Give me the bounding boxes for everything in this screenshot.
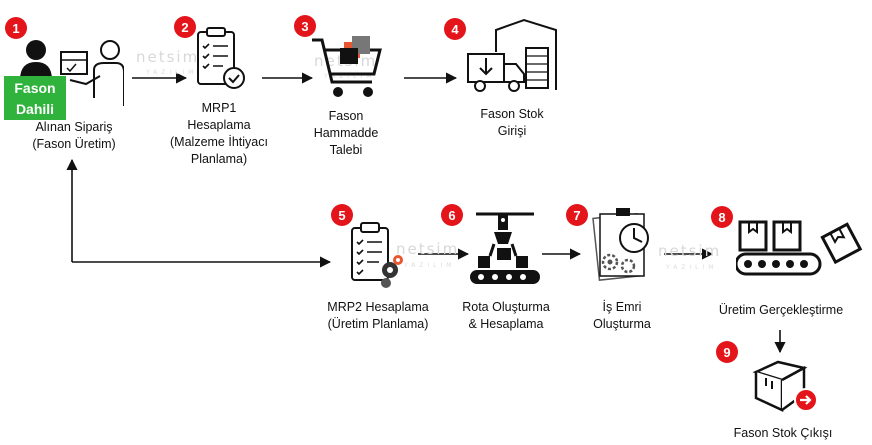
label-line: Rota Oluşturma (462, 300, 550, 314)
step-number-badge: 6 (441, 204, 463, 226)
step-number-badge: 5 (331, 204, 353, 226)
work-order-icon (592, 208, 649, 281)
label-line: Girişi (497, 124, 527, 138)
step-label-2: MRP1 Hesaplama (Malzeme İhtiyacı Planlam… (160, 100, 278, 168)
clipboard-check-icon (197, 27, 245, 89)
conveyor-boxes-icon (736, 220, 863, 276)
watermark-brand: netsim (136, 48, 200, 66)
label-line: İş Emri (602, 300, 642, 314)
step-label-3: Fason Hammadde Talebi (296, 108, 396, 159)
step-label-5: MRP2 Hesaplama (Üretim Planlama) (318, 299, 438, 333)
label-line: (Malzeme İhtiyacı (170, 135, 268, 149)
robot-arm-conveyor-icon (470, 212, 540, 284)
label-line: Fason (328, 109, 364, 123)
step-number-badge: 9 (716, 341, 738, 363)
label-line: Üretim Gerçekleştirme (718, 303, 844, 317)
label-line: Hammadde (313, 126, 379, 140)
label-line: Hesaplama (187, 118, 251, 132)
label-line: & Hesaplama (468, 317, 544, 331)
step-number-badge: 1 (5, 17, 27, 39)
watermark-brand: netsim (396, 240, 460, 258)
step-label-1: Alınan Sipariş (Fason Üretim) (14, 119, 134, 153)
watermark-sub: YAZILIM (666, 264, 718, 271)
clipboard-gear-icon (351, 222, 403, 288)
step-label-4: Fason Stok Girişi (462, 106, 562, 140)
fason-internal-badge: Fason Dahili (4, 76, 66, 120)
step-label-6: Rota Oluşturma & Hesaplama (450, 299, 562, 333)
label-line: (Fason Üretim) (32, 137, 116, 151)
label-line: MRP2 Hesaplama (327, 300, 429, 314)
label-line: MRP1 (201, 101, 237, 115)
label-line: (Üretim Planlama) (327, 317, 429, 331)
step-label-9: Fason Stok Çıkışı (718, 425, 848, 442)
box-exit-icon (752, 360, 818, 412)
step-label-7: İş Emri Oluşturma (572, 299, 672, 333)
warehouse-truck-icon (467, 18, 557, 92)
step-number-badge: 2 (174, 16, 196, 38)
watermark-sub: YAZILIM (404, 262, 456, 269)
fason-internal-text: Fason Dahili (14, 80, 56, 117)
label-line: Planlama) (190, 152, 248, 166)
watermark-brand: netsim (658, 242, 722, 260)
label-line: Alınan Sipariş (35, 120, 113, 134)
watermark-sub: YAZILIM (324, 73, 376, 80)
label-line: Talebi (329, 143, 363, 157)
label-line: Oluşturma (593, 317, 651, 331)
step-number-badge: 3 (294, 15, 316, 37)
shopping-cart-icon (312, 36, 382, 97)
watermark-sub: YAZILIM (146, 69, 198, 76)
step-number-badge: 4 (444, 18, 466, 40)
step-label-8: Üretim Gerçekleştirme (706, 302, 856, 319)
step-number-badge: 7 (566, 204, 588, 226)
customer-order-icon (20, 40, 124, 106)
label-line: Fason Stok (480, 107, 544, 121)
label-line: Fason Stok Çıkışı (733, 426, 833, 440)
step-number-badge: 8 (711, 206, 733, 228)
